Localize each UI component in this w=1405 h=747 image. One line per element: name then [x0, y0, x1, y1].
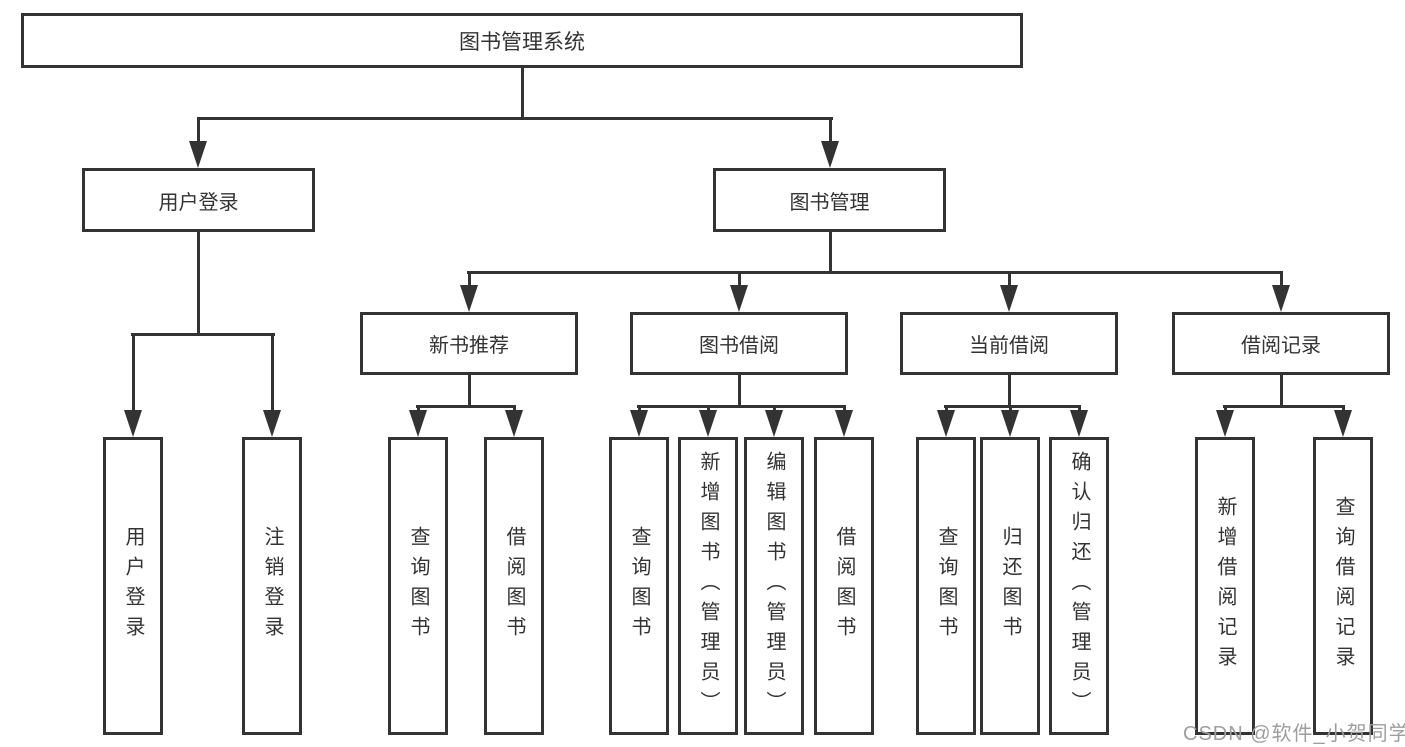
node-leaf-borrow-book: 借阅图书	[814, 437, 874, 735]
connector-stub	[1078, 405, 1081, 413]
node-leaf-confirm-return-admin: 确认归还（管理员）	[1049, 437, 1109, 735]
connector-drop-borrowing	[738, 271, 741, 288]
node-label: 查询图书	[628, 526, 650, 646]
connector-drop-book-mgmt	[829, 117, 832, 144]
arrow-down-icon	[821, 141, 839, 168]
connector-bar-new-book	[416, 405, 516, 408]
arrow-down-icon	[1001, 410, 1019, 437]
node-label: 新增图书（管理员）	[697, 451, 719, 721]
node-label: 注销登录	[261, 526, 283, 646]
node-label: 确认归还（管理员）	[1068, 451, 1090, 721]
node-label: 图书借阅	[699, 335, 779, 357]
arrow-down-icon	[505, 410, 523, 437]
node-borrowing-records: 借阅记录	[1172, 312, 1390, 375]
node-leaf-borrow-book-recommend: 借阅图书	[484, 437, 544, 735]
node-leaf-query-book-borrowing: 查询图书	[609, 437, 669, 735]
connector-drop-user-login	[197, 117, 200, 144]
connector-stem-new-book	[468, 372, 471, 408]
node-label: 查询图书	[407, 526, 429, 646]
node-label: 归还图书	[999, 526, 1021, 646]
connector-root-stem	[521, 66, 524, 120]
node-new-book-recommendation: 新书推荐	[360, 312, 578, 375]
connector-stub	[513, 405, 516, 413]
arrow-down-icon	[263, 410, 281, 437]
node-label: 查询借阅记录	[1332, 496, 1354, 676]
connector-drop-current	[1008, 271, 1011, 288]
connector-book-mgmt-stem	[829, 229, 832, 274]
connector-user-login-stem	[197, 229, 200, 336]
connector-stub	[1342, 405, 1345, 413]
node-label: 用户登录	[122, 526, 144, 646]
connector-drop-new-book	[468, 271, 471, 288]
node-leaf-query-book-current: 查询图书	[916, 437, 976, 735]
node-book-management: 图书管理	[713, 168, 946, 232]
node-leaf-logout: 注销登录	[242, 437, 302, 735]
connector-bar-records	[1223, 405, 1344, 408]
arrow-down-icon	[1272, 285, 1290, 312]
node-leaf-add-borrow-record: 新增借阅记录	[1195, 437, 1255, 735]
connector-stub	[1009, 405, 1012, 413]
node-label: 当前借阅	[969, 335, 1049, 357]
connector-drop-records	[1280, 271, 1283, 288]
node-label: 编辑图书（管理员）	[763, 451, 785, 721]
connector-stub	[638, 405, 641, 413]
arrow-down-icon	[124, 410, 142, 437]
node-label: 借阅记录	[1241, 335, 1321, 357]
node-leaf-return-book: 归还图书	[980, 437, 1040, 735]
connector-stem-current	[1008, 372, 1011, 408]
arrow-down-icon	[630, 410, 648, 437]
arrow-down-icon	[1216, 410, 1234, 437]
node-label: 新书推荐	[429, 335, 509, 357]
connector-user-login-bar	[131, 333, 275, 336]
node-label: 借阅图书	[833, 526, 855, 646]
arrow-down-icon	[699, 410, 717, 437]
node-leaf-query-borrow-record: 查询借阅记录	[1313, 437, 1373, 735]
arrow-down-icon	[1000, 285, 1018, 312]
connector-stub	[773, 405, 776, 413]
node-system-root: 图书管理系统	[21, 13, 1023, 68]
node-label: 查询图书	[935, 526, 957, 646]
connector-stub	[707, 405, 710, 413]
node-leaf-user-login: 用户登录	[103, 437, 163, 735]
connector-stem-records	[1280, 372, 1283, 408]
node-leaf-add-book-admin: 新增图书（管理员）	[678, 437, 738, 735]
arrow-down-icon	[409, 410, 427, 437]
arrow-down-icon	[765, 410, 783, 437]
arrow-down-icon	[937, 410, 955, 437]
node-label: 借阅图书	[503, 526, 525, 646]
connector-bar-current	[944, 405, 1081, 408]
arrow-down-icon	[730, 285, 748, 312]
node-leaf-query-book-recommend: 查询图书	[388, 437, 448, 735]
connector-stub	[1224, 405, 1227, 413]
arrow-down-icon	[1334, 410, 1352, 437]
connector-stub	[843, 405, 846, 413]
node-label: 用户登录	[158, 191, 239, 214]
connector-stub	[945, 405, 948, 413]
node-user-login: 用户登录	[82, 168, 315, 232]
arrow-down-icon	[460, 285, 478, 312]
connector-level2-bar	[197, 117, 833, 120]
watermark-text: CSDN @软件_小贺同学	[1183, 723, 1405, 745]
arrow-down-icon	[1070, 410, 1088, 437]
node-book-borrowing: 图书借阅	[630, 312, 848, 375]
connector-level3-bar	[467, 271, 1283, 274]
arrow-down-icon	[835, 410, 853, 437]
node-label: 图书管理系统	[459, 30, 585, 54]
node-label: 新增借阅记录	[1214, 496, 1236, 676]
node-label: 图书管理	[789, 191, 870, 214]
connector-drop-logout-leaf	[271, 333, 274, 413]
node-leaf-edit-book-admin: 编辑图书（管理员）	[744, 437, 804, 735]
connector-bar-borrowing	[637, 405, 846, 408]
connector-stem-borrowing	[738, 372, 741, 408]
node-current-borrowing: 当前借阅	[900, 312, 1118, 375]
connector-stub	[417, 405, 420, 413]
arrow-down-icon	[189, 141, 207, 168]
connector-drop-login-leaf	[132, 333, 135, 413]
